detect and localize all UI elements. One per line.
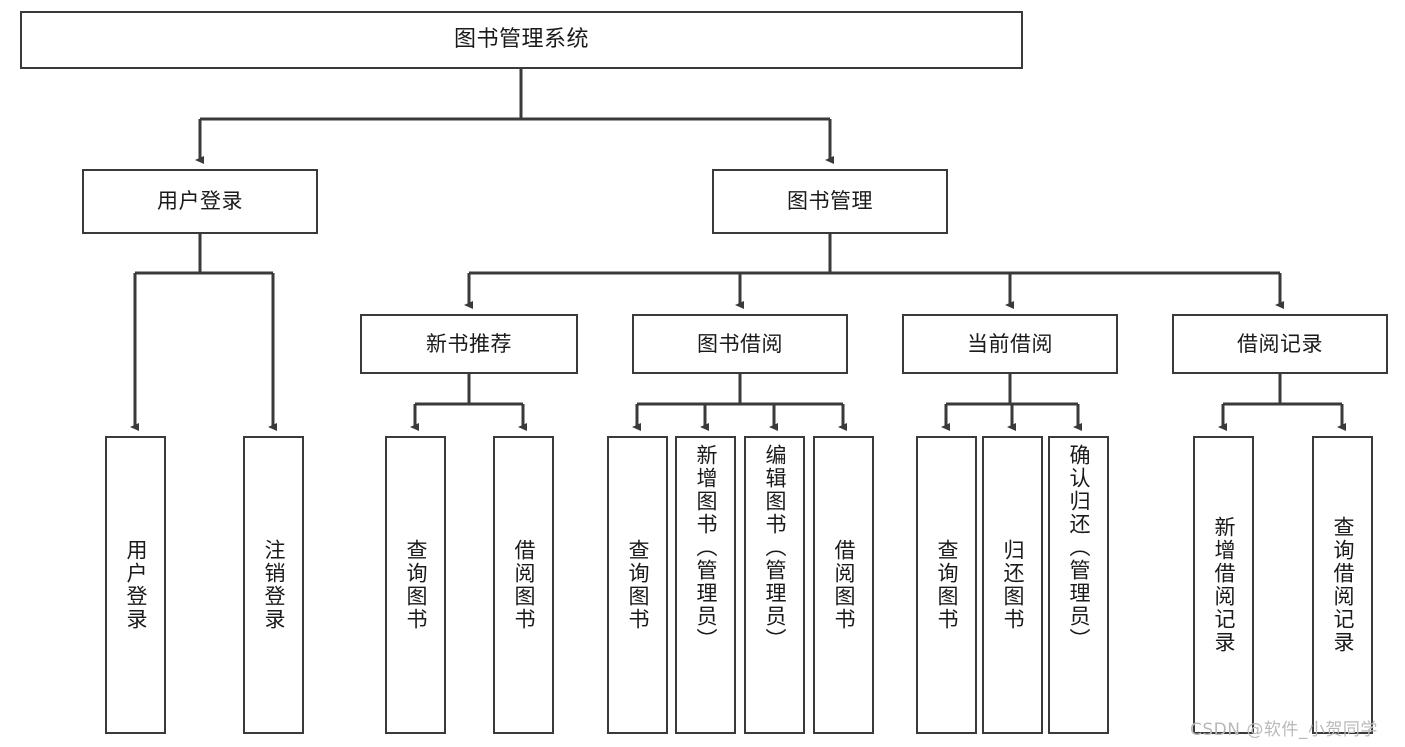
node-label: 新书推荐 bbox=[426, 331, 512, 356]
node-label: 图书借阅 bbox=[697, 331, 783, 356]
node-label: 查询借阅记录 bbox=[1330, 516, 1355, 654]
node-label: 图书管理系统 bbox=[453, 27, 589, 53]
node-book-management[interactable]: 图书管理 bbox=[712, 169, 948, 234]
node-label: 归还图书 bbox=[1000, 539, 1025, 631]
node-label: 用户登录 bbox=[123, 539, 148, 631]
leaf-return-book[interactable]: 归还图书 bbox=[982, 436, 1043, 734]
node-label: 新增图书（管理员） bbox=[693, 444, 718, 651]
node-label: 查询图书 bbox=[934, 539, 959, 631]
leaf-borrow-book-new[interactable]: 借阅图书 bbox=[493, 436, 554, 734]
node-new-book-recommend[interactable]: 新书推荐 bbox=[360, 314, 578, 374]
node-label: 借阅图书 bbox=[831, 539, 856, 631]
node-label: 借阅图书 bbox=[511, 539, 536, 631]
node-label: 注销登录 bbox=[261, 539, 286, 631]
node-label: 确认归还（管理员） bbox=[1066, 444, 1091, 651]
leaf-confirm-return-admin[interactable]: 确认归还（管理员） bbox=[1048, 436, 1109, 734]
node-label: 查询图书 bbox=[625, 539, 650, 631]
leaf-add-borrow-record[interactable]: 新增借阅记录 bbox=[1193, 436, 1254, 734]
leaf-add-book-admin[interactable]: 新增图书（管理员） bbox=[675, 436, 736, 734]
node-label: 查询图书 bbox=[403, 539, 428, 631]
node-label: 当前借阅 bbox=[967, 331, 1053, 356]
node-current-borrow[interactable]: 当前借阅 bbox=[902, 314, 1118, 374]
leaf-logout[interactable]: 注销登录 bbox=[243, 436, 304, 734]
node-book-borrow[interactable]: 图书借阅 bbox=[632, 314, 848, 374]
leaf-query-borrow-record[interactable]: 查询借阅记录 bbox=[1312, 436, 1373, 734]
node-root-system[interactable]: 图书管理系统 bbox=[20, 11, 1023, 69]
leaf-query-book-new[interactable]: 查询图书 bbox=[385, 436, 446, 734]
leaf-borrow-book[interactable]: 借阅图书 bbox=[813, 436, 874, 734]
node-borrow-record[interactable]: 借阅记录 bbox=[1172, 314, 1388, 374]
node-user-login[interactable]: 用户登录 bbox=[82, 169, 318, 234]
leaf-edit-book-admin[interactable]: 编辑图书（管理员） bbox=[744, 436, 805, 734]
csdn-watermark: CSDN @软件_小贺同学 bbox=[1190, 720, 1378, 740]
node-label: 编辑图书（管理员） bbox=[762, 444, 787, 651]
leaf-query-book-borrow[interactable]: 查询图书 bbox=[607, 436, 668, 734]
node-label: 借阅记录 bbox=[1237, 331, 1323, 356]
node-label: 用户登录 bbox=[157, 189, 243, 214]
node-label: 新增借阅记录 bbox=[1211, 516, 1236, 654]
leaf-user-login[interactable]: 用户登录 bbox=[105, 436, 166, 734]
node-label: 图书管理 bbox=[787, 189, 873, 214]
leaf-query-book-current[interactable]: 查询图书 bbox=[916, 436, 977, 734]
